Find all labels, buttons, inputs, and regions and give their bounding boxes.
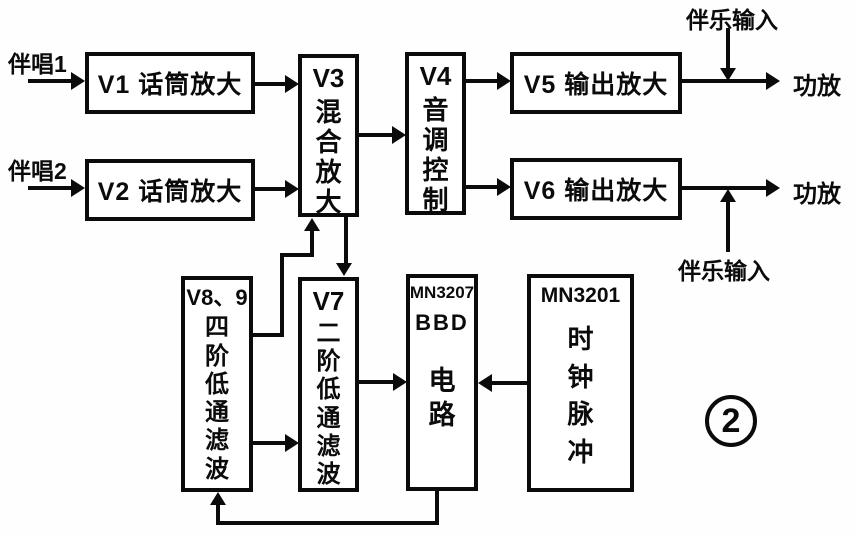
edge-input1-v1-arrow xyxy=(71,72,85,90)
edge-v89-v3-seg3 xyxy=(280,253,314,257)
figure-number: 2 xyxy=(721,401,741,440)
edge-v5-poweramp-arrow xyxy=(766,72,780,90)
block-v1-label: V1 话筒放大 xyxy=(97,71,243,99)
edge-v89-v3-arrow xyxy=(304,218,320,231)
block-v7-header: V7 xyxy=(312,286,345,316)
block-v1-mic-amp: V1 话筒放大 xyxy=(85,52,255,114)
edge-v7-bbd-arrow xyxy=(393,373,407,391)
edge-v3-v7-arrow xyxy=(336,263,352,276)
edge-bbd-feedback-arrow xyxy=(210,492,226,505)
block-v89-label: 四阶低通滤波 xyxy=(205,314,229,483)
block-v89-header: V8、9 xyxy=(186,285,248,310)
block-v4-header: V4 xyxy=(419,61,452,91)
label-vocal-input-1: 伴唱1 xyxy=(8,51,67,77)
edge-v2-v3-arrow xyxy=(285,180,299,198)
block-v6-label: V6 输出放大 xyxy=(523,177,669,205)
edge-v89-v7-line xyxy=(253,441,287,445)
edge-musicin-top-arrow xyxy=(720,68,736,81)
edge-v89-v3-seg4 xyxy=(310,231,314,257)
edge-clock-bbd-arrow xyxy=(478,374,492,392)
edge-v3-v7-line xyxy=(344,217,348,265)
block-mn3201-clock: MN3201 时钟脉冲 xyxy=(527,274,634,492)
edge-v4-v5-line xyxy=(466,79,498,83)
block-v89-4th-order-lpf: V8、9 四阶低通滤波 xyxy=(181,276,253,492)
block-v3-header: V3 xyxy=(312,63,345,93)
edge-v89-v3-seg2 xyxy=(280,253,284,337)
edge-input2-v2-arrow xyxy=(71,179,85,197)
edge-musicin-top-line xyxy=(726,28,730,69)
edge-input1-v1-line xyxy=(28,79,73,83)
edge-musicin-bottom-arrow xyxy=(720,189,736,202)
label-vocal-input-2: 伴唱2 xyxy=(8,158,67,184)
block-v3-mixer-amp: V3 混合放大 xyxy=(298,54,359,217)
block-v4-label: 音调控制 xyxy=(422,94,449,216)
block-v7-2nd-order-lpf: V7 二阶低通滤波 xyxy=(298,277,359,492)
edge-v4-v5-arrow xyxy=(497,72,511,90)
edge-v1-v3-arrow xyxy=(285,75,299,93)
label-power-amp-top: 功放 xyxy=(793,73,841,100)
edge-v3-v4-arrow xyxy=(392,126,406,144)
edge-input2-v2-line xyxy=(28,186,73,190)
block-mn3207-sub: BBD xyxy=(415,309,469,335)
edge-v1-v3-line xyxy=(255,82,287,86)
block-v4-tone-control: V4 音调控制 xyxy=(405,52,466,215)
block-v6-output-amp: V6 输出放大 xyxy=(510,158,682,220)
edge-v4-v6-line xyxy=(466,185,498,189)
block-mn3207-bbd: MN3207 BBD 电路 xyxy=(406,274,478,491)
edge-v5-poweramp-line xyxy=(682,79,767,83)
label-power-amp-bottom: 功放 xyxy=(793,181,841,208)
figure-number-badge: 2 xyxy=(705,395,757,447)
edge-v7-bbd-line xyxy=(359,380,394,384)
block-v2-mic-amp: V2 话筒放大 xyxy=(85,159,255,221)
edge-v89-v7-arrow xyxy=(285,434,299,452)
block-v7-label: 二阶低通滤波 xyxy=(316,319,341,489)
edge-bbd-feedback-seg3 xyxy=(216,504,220,523)
edge-v2-v3-line xyxy=(255,187,287,191)
block-v5-label: V5 输出放大 xyxy=(523,71,669,99)
edge-clock-bbd-line xyxy=(492,381,527,385)
block-v2-label: V2 话筒放大 xyxy=(97,178,243,206)
label-music-input-bottom: 伴乐输入 xyxy=(678,258,770,284)
edge-v4-v6-arrow xyxy=(497,178,511,196)
block-v3-label: 混合放大 xyxy=(315,96,342,218)
edge-musicin-bottom-line xyxy=(726,201,730,252)
label-music-input-top: 伴乐输入 xyxy=(686,7,778,33)
edge-bbd-feedback-seg2 xyxy=(216,521,439,525)
block-v5-output-amp: V5 输出放大 xyxy=(510,52,682,114)
edge-v89-v3-seg1 xyxy=(253,333,284,337)
edge-v6-poweramp-line xyxy=(682,186,767,190)
edge-v6-poweramp-arrow xyxy=(766,179,780,197)
edge-v3-v4-line xyxy=(359,133,393,137)
edge-bbd-feedback-seg1 xyxy=(435,489,439,525)
block-mn3201-header: MN3201 xyxy=(540,284,621,307)
block-mn3201-label: 时钟脉冲 xyxy=(567,324,594,468)
block-mn3207-header: MN3207 xyxy=(409,283,475,302)
block-mn3207-label: 电路 xyxy=(428,365,456,430)
